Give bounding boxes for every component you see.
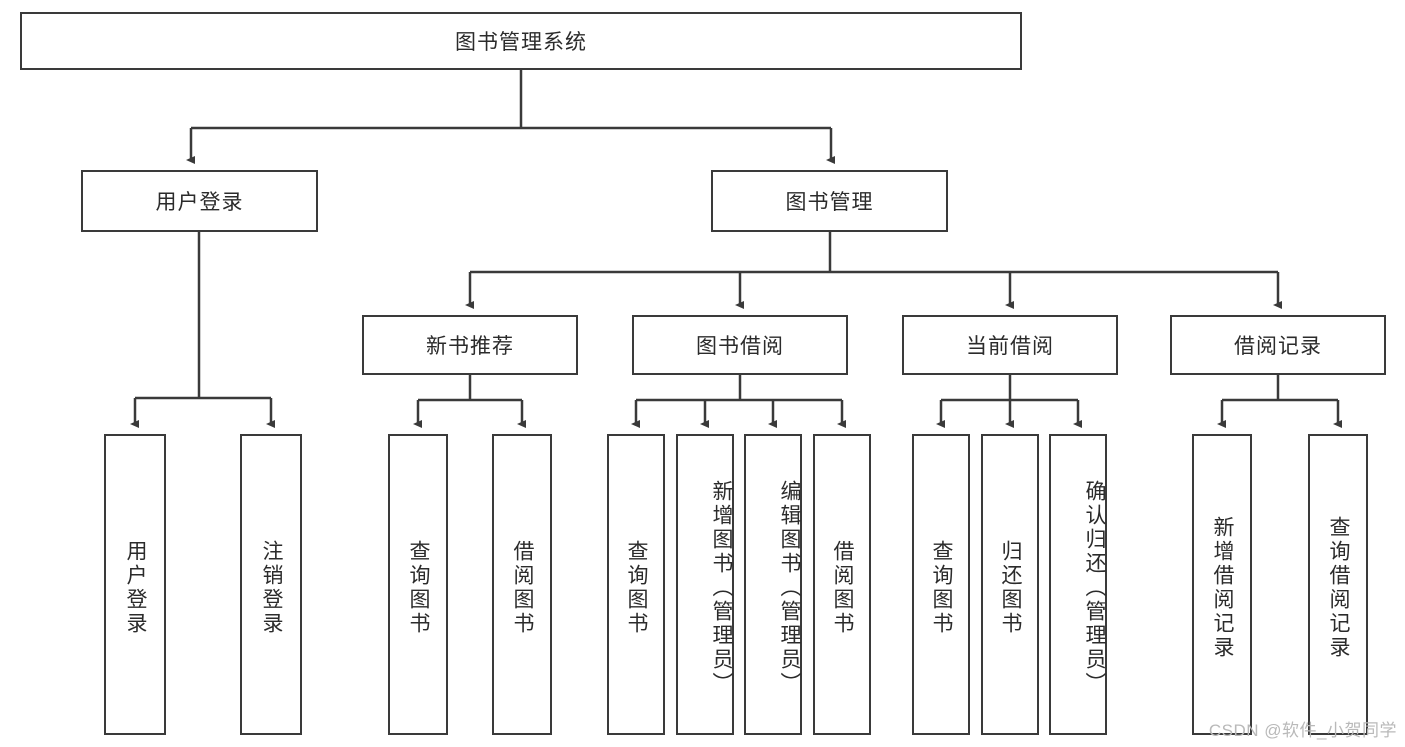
leaf-return-book[interactable]: 归还图书 bbox=[981, 434, 1039, 735]
leaf-confirm-return-admin[interactable]: 确认归还（管理员） bbox=[1049, 434, 1107, 735]
leaf-query-book-current[interactable]: 查询图书 bbox=[912, 434, 970, 735]
leaf-logout[interactable]: 注销登录 bbox=[240, 434, 302, 735]
leaf-query-book-recommend[interactable]: 查询图书 bbox=[388, 434, 448, 735]
node-book-management-system[interactable]: 图书管理系统 bbox=[20, 12, 1022, 70]
leaf-borrow-book[interactable]: 借阅图书 bbox=[813, 434, 871, 735]
leaf-edit-book-admin[interactable]: 编辑图书（管理员） bbox=[744, 434, 802, 735]
leaf-add-book-admin[interactable]: 新增图书（管理员） bbox=[676, 434, 734, 735]
node-current-borrow[interactable]: 当前借阅 bbox=[902, 315, 1118, 375]
node-borrow-record[interactable]: 借阅记录 bbox=[1170, 315, 1386, 375]
watermark-text: CSDN @软件_小贺同学 bbox=[1208, 721, 1397, 740]
leaf-user-login[interactable]: 用户登录 bbox=[104, 434, 166, 735]
node-new-book-recommend[interactable]: 新书推荐 bbox=[362, 315, 578, 375]
leaf-add-borrow-record[interactable]: 新增借阅记录 bbox=[1192, 434, 1252, 735]
leaf-query-borrow-record[interactable]: 查询借阅记录 bbox=[1308, 434, 1368, 735]
node-book-management[interactable]: 图书管理 bbox=[711, 170, 948, 232]
leaf-query-book[interactable]: 查询图书 bbox=[607, 434, 665, 735]
node-book-borrow[interactable]: 图书借阅 bbox=[632, 315, 848, 375]
leaf-borrow-book-recommend[interactable]: 借阅图书 bbox=[492, 434, 552, 735]
node-user-login[interactable]: 用户登录 bbox=[81, 170, 318, 232]
